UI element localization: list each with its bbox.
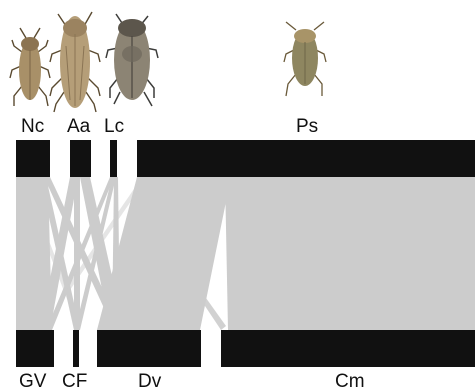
- link-lc-dv: [112, 177, 120, 330]
- bottom-nodes: [16, 330, 475, 367]
- node-bar-cf: [73, 330, 79, 367]
- insect-lc-icon: [106, 14, 158, 106]
- label-lc: Lc: [104, 117, 124, 136]
- interaction-links: [16, 177, 475, 330]
- label-dv: Dv: [138, 372, 161, 391]
- node-bar-lc: [110, 140, 117, 177]
- label-aa: Aa: [67, 117, 90, 136]
- link-ps-dv-thin: [201, 298, 226, 330]
- node-bar-ps: [137, 140, 475, 177]
- label-gv: GV: [19, 372, 46, 391]
- label-nc: Nc: [21, 117, 44, 136]
- insect-nc-icon: [10, 28, 50, 106]
- node-bar-cm: [221, 330, 475, 367]
- node-bar-dv: [97, 330, 201, 367]
- top-nodes: [16, 140, 475, 177]
- label-cm: Cm: [335, 372, 365, 391]
- link-ps-cm: [225, 177, 475, 330]
- node-bar-nc: [16, 140, 50, 177]
- label-cf: CF: [62, 372, 87, 391]
- insect-aa-icon: [50, 12, 100, 112]
- label-ps: Ps: [296, 117, 318, 136]
- node-bar-gv: [16, 330, 54, 367]
- insect-ps-icon: [284, 22, 326, 96]
- node-bar-aa: [70, 140, 91, 177]
